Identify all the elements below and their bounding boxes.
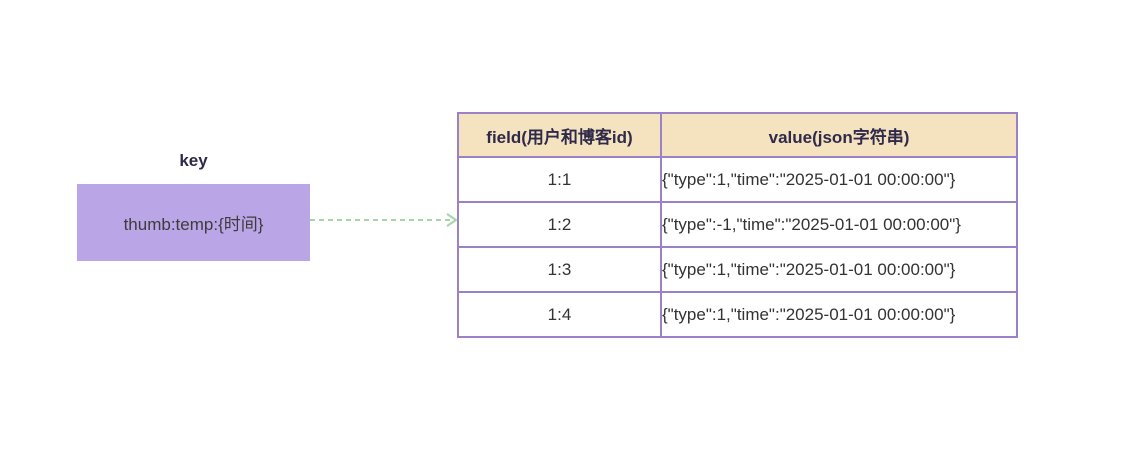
key-name: thumb:temp:{时间} bbox=[123, 215, 264, 234]
field-cell: 1:2 bbox=[457, 201, 662, 248]
key-box: thumb:temp:{时间} bbox=[77, 184, 310, 261]
key-label: key bbox=[179, 151, 208, 170]
dashed-arrow bbox=[310, 213, 458, 227]
table-row: 1:1 {"type":1,"time":"2025-01-01 00:00:0… bbox=[457, 156, 1018, 203]
field-header: field(用户和博客id) bbox=[457, 112, 662, 158]
arrow-head bbox=[446, 213, 458, 227]
value-header: value(json字符串) bbox=[660, 112, 1018, 158]
value-cell: {"type":1,"time":"2025-01-01 00:00:00"} bbox=[660, 291, 1018, 338]
hash-table: field(用户和博客id) value(json字符串) 1:1 {"type… bbox=[457, 112, 1018, 338]
table-row: 1:4 {"type":1,"time":"2025-01-01 00:00:0… bbox=[457, 291, 1018, 338]
field-cell: 1:1 bbox=[457, 156, 662, 203]
value-cell: {"type":1,"time":"2025-01-01 00:00:00"} bbox=[660, 156, 1018, 203]
field-cell: 1:3 bbox=[457, 246, 662, 293]
table-row: 1:3 {"type":1,"time":"2025-01-01 00:00:0… bbox=[457, 246, 1018, 293]
value-cell: {"type":-1,"time":"2025-01-01 00:00:00"} bbox=[660, 201, 1018, 248]
value-cell: {"type":1,"time":"2025-01-01 00:00:00"} bbox=[660, 246, 1018, 293]
table-row: 1:2 {"type":-1,"time":"2025-01-01 00:00:… bbox=[457, 201, 1018, 248]
header-row: field(用户和博客id) value(json字符串) bbox=[457, 112, 1018, 158]
field-cell: 1:4 bbox=[457, 291, 662, 338]
